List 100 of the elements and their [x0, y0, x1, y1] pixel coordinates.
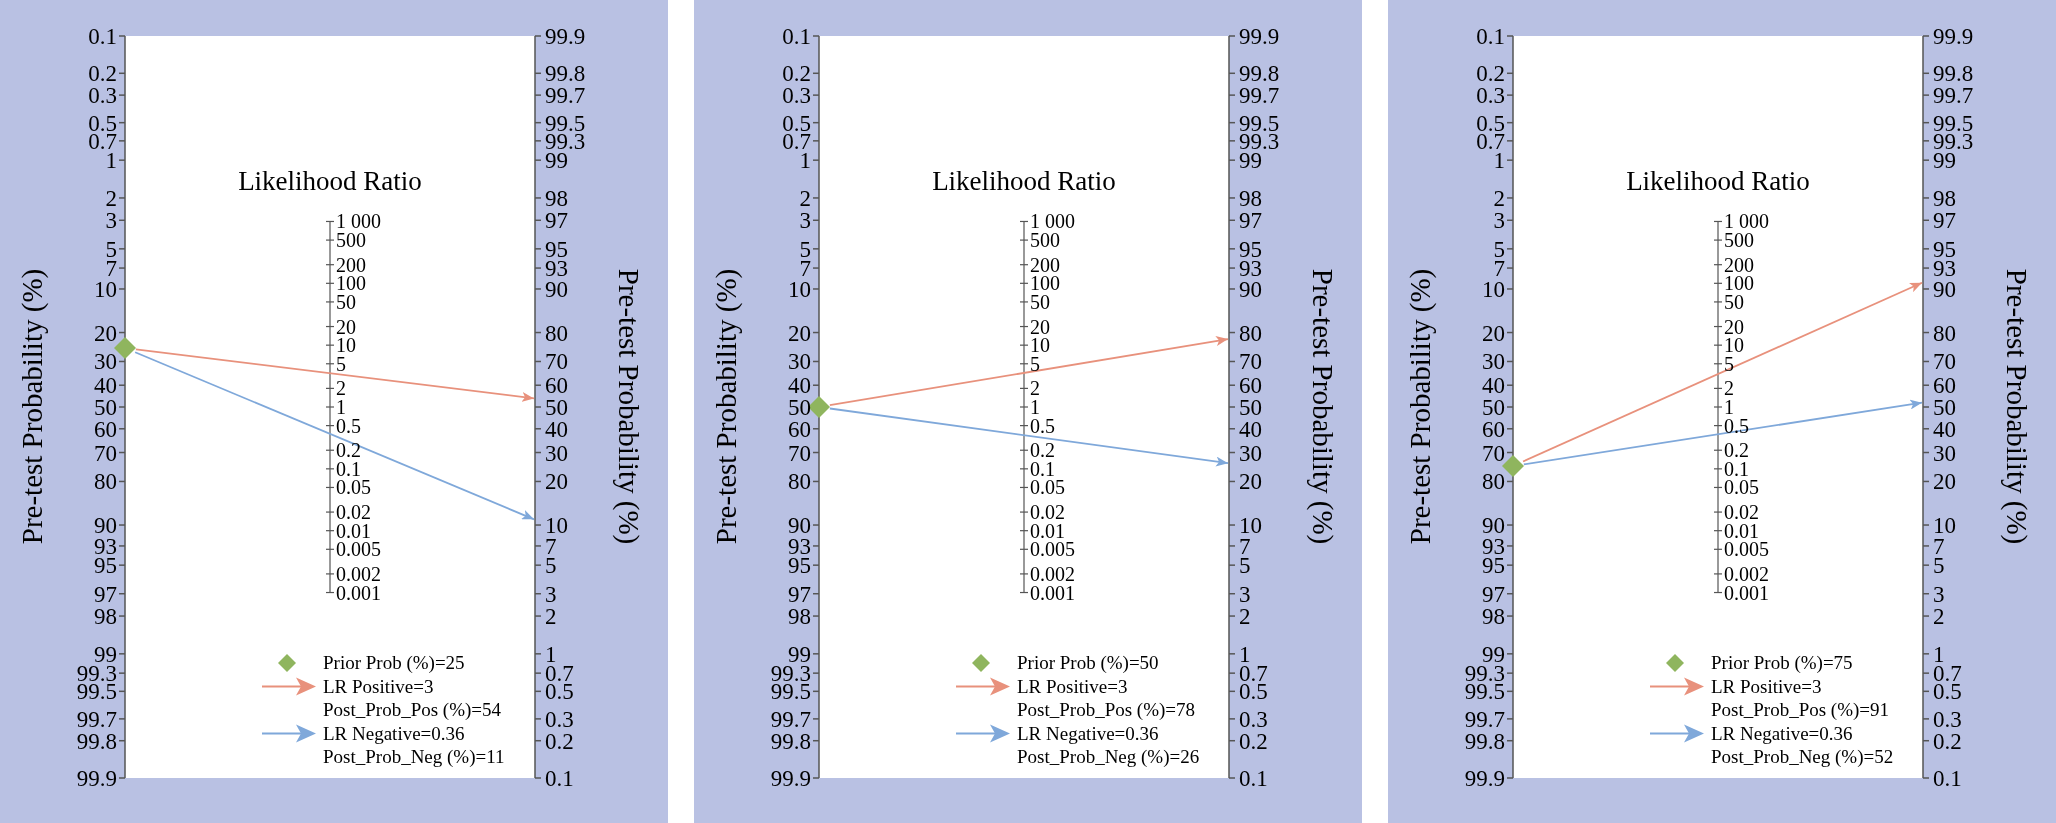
tick-label: 99.9: [1239, 25, 1280, 48]
tick-label: 1 000: [1030, 211, 1075, 232]
legend-label: Post_Prob_Neg (%)=11: [323, 747, 505, 766]
nomogram-panel: [0, 0, 668, 823]
tick-label: 0.01: [1724, 520, 1759, 541]
axis-title: Pre-test Probability (%): [711, 267, 741, 547]
tick-label: 99.5: [1239, 111, 1280, 135]
tick-label: 1: [1493, 149, 1505, 173]
tick-label: 98: [1933, 186, 1956, 210]
tick-label: 60: [1239, 374, 1262, 398]
tick-label: 0.005: [1030, 539, 1075, 560]
tick-label: 2: [1030, 378, 1040, 399]
tick-label: 3: [799, 209, 811, 233]
tick-label: 2: [545, 605, 557, 629]
axis-title: Pre-test Probability (%): [613, 267, 643, 547]
tick-label: 5: [1030, 353, 1040, 374]
tick-label: 99: [545, 149, 568, 173]
axis-title: Likelihood Ratio: [931, 168, 1117, 195]
tick-label: 20: [1933, 470, 1956, 494]
tick-label: 30: [1933, 441, 1956, 465]
tick-label: 2: [1493, 186, 1505, 210]
tick-label: 70: [1933, 350, 1956, 374]
tick-label: 0.5: [1724, 415, 1749, 436]
tick-label: 0.1: [1030, 458, 1055, 479]
tick-label: 100: [1724, 273, 1754, 294]
tick-label: 500: [1724, 230, 1754, 251]
tick-label: 100: [1030, 273, 1060, 294]
axis-title: Pre-test Probability (%): [1307, 267, 1337, 547]
tick-label: 30: [788, 350, 811, 374]
arrow: [829, 407, 1229, 467]
tick-label: 100: [336, 273, 366, 294]
tick-label: 0.1: [1476, 25, 1505, 48]
tick-label: 0.1: [1724, 458, 1749, 479]
tick-label: 99.8: [1464, 729, 1505, 753]
tick-label: 0.005: [1724, 539, 1769, 560]
tick-label: 30: [1239, 441, 1262, 465]
axis-title: Pre-test Probability (%): [2001, 267, 2031, 547]
tick-label: 50: [545, 396, 568, 419]
tick-label: 50: [336, 291, 356, 312]
tick-label: 0.001: [1030, 582, 1075, 603]
tick-label: 1: [545, 642, 557, 666]
tick-label: 200: [1030, 254, 1060, 275]
tick-label: 30: [94, 350, 117, 374]
tick-label: 50: [94, 396, 117, 419]
tick-label: 20: [1482, 321, 1505, 345]
axis-title: Likelihood Ratio: [237, 168, 423, 195]
legend-label: Post_Prob_Pos (%)=78: [1017, 700, 1196, 719]
tick-label: 0.1: [88, 25, 117, 48]
tick-label: 0.002: [336, 563, 381, 584]
tick-label: 5: [1724, 353, 1734, 374]
nomogram-panel: [694, 0, 1362, 823]
tick-label: 200: [336, 254, 366, 275]
tick-label: 20: [545, 470, 568, 494]
tick-label: 40: [545, 417, 568, 441]
tick-label: 2: [105, 186, 117, 210]
tick-label: 99.9: [770, 767, 811, 790]
tick-label: 99.9: [545, 25, 586, 48]
tick-label: 99.9: [1933, 25, 1974, 48]
tick-label: 0.05: [336, 477, 371, 498]
legend-label: LR Negative=0.36: [1711, 723, 1853, 743]
tick-label: 30: [1482, 350, 1505, 374]
tick-label: 0.2: [1724, 440, 1749, 461]
arrow: [1522, 281, 1923, 463]
tick-label: 0.2: [336, 440, 361, 461]
tick-label: 0.5: [88, 111, 117, 135]
tick-label: 80: [1933, 321, 1956, 345]
tick-label: 3: [1493, 209, 1505, 233]
tick-label: 70: [1482, 441, 1505, 465]
tick-label: 500: [336, 230, 366, 251]
right-axis: [1922, 35, 1930, 779]
tick-label: 60: [788, 417, 811, 441]
tick-label: 60: [1482, 417, 1505, 441]
tick-label: 10: [1724, 335, 1744, 356]
tick-label: 50: [1724, 291, 1744, 312]
tick-label: 0.3: [88, 84, 117, 108]
tick-label: 99.7: [76, 707, 117, 731]
tick-label: 0.05: [1030, 477, 1065, 498]
tick-label: 97: [94, 582, 117, 606]
legend-label: Prior Prob (%)=75: [1711, 653, 1853, 672]
tick-label: 99.7: [1239, 84, 1280, 108]
tick-label: 80: [788, 470, 811, 494]
legend-label: Prior Prob (%)=25: [323, 653, 465, 672]
tick-label: 99: [788, 642, 811, 666]
tick-label: 80: [94, 470, 117, 494]
tick-label: 0.2: [1239, 729, 1268, 753]
tick-label: 40: [94, 374, 117, 398]
tick-label: 0.5: [1239, 680, 1268, 704]
tick-label: 99.5: [1933, 111, 1974, 135]
tick-label: 0.2: [782, 62, 811, 86]
tick-label: 0.2: [545, 729, 574, 753]
tick-label: 40: [788, 374, 811, 398]
tick-label: 90: [788, 514, 811, 537]
tick-label: 0.1: [1933, 767, 1962, 790]
tick-label: 10: [1239, 514, 1262, 537]
legend-label: LR Positive=3: [1017, 676, 1128, 696]
tick-label: 0.05: [1724, 477, 1759, 498]
tick-label: 0.3: [1933, 707, 1962, 731]
tick-label: 20: [336, 316, 356, 337]
axis-title: Likelihood Ratio: [1625, 168, 1811, 195]
tick-label: 1: [336, 397, 346, 417]
